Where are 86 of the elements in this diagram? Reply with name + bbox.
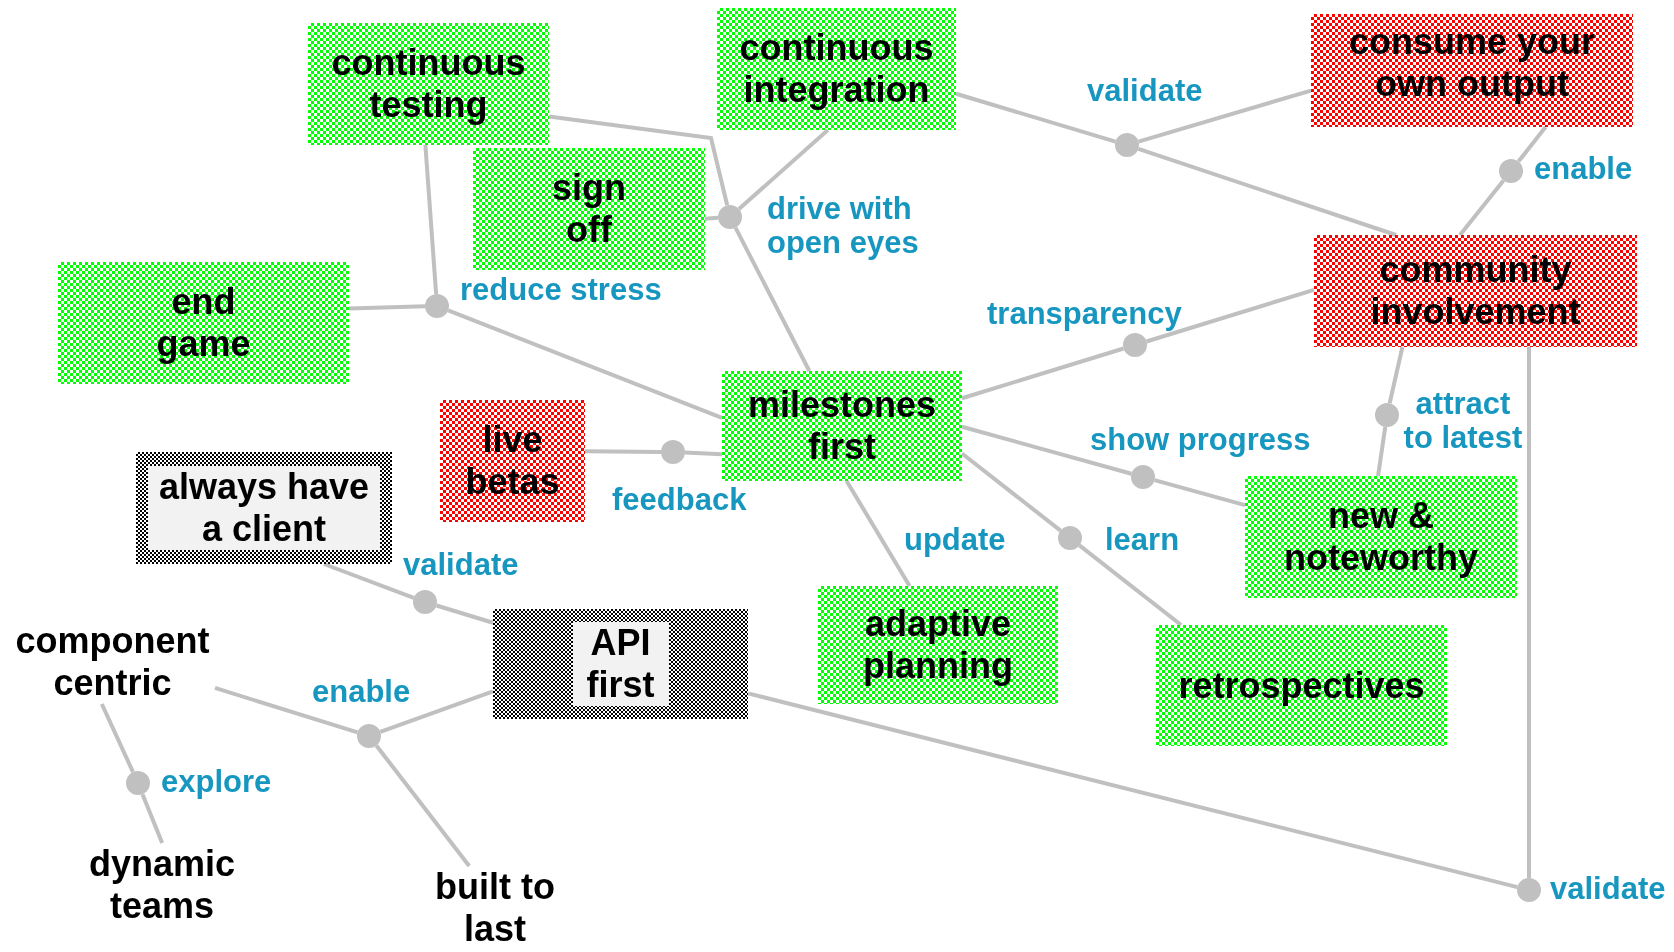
concept-box [440, 400, 585, 522]
concept-label: API first [572, 622, 669, 706]
connector-line [100, 703, 135, 773]
concept-box [1311, 14, 1633, 127]
relation-label: drive with open eyes [767, 192, 920, 260]
relation-label: transparency [987, 297, 1182, 331]
connector-line [1387, 346, 1405, 404]
concept-label: milestones first [746, 384, 938, 468]
connector-line [1137, 88, 1312, 144]
concept-box [58, 262, 349, 384]
junction-dot [1375, 403, 1399, 427]
concept-box [818, 586, 1058, 704]
connector-line [960, 451, 1062, 533]
junction-dot [425, 294, 449, 318]
connector-line [323, 562, 415, 600]
concept-text: component centric [10, 620, 215, 704]
relation-label: explore [161, 765, 272, 799]
concept-label: retrospectives [1177, 664, 1426, 707]
connector-line [844, 479, 912, 588]
concept-box [1314, 235, 1637, 347]
connector-line [1145, 288, 1315, 344]
concept-label: live betas [464, 419, 561, 503]
connector-line [737, 128, 830, 211]
junction-dot [1058, 526, 1082, 550]
connector-line [1376, 426, 1388, 477]
relation-label: validate [1550, 872, 1666, 906]
junction-dot [1517, 878, 1541, 902]
connector-line [435, 603, 494, 625]
connector-line [961, 346, 1125, 401]
junction-dot [661, 440, 685, 464]
relation-label: validate [1087, 74, 1203, 108]
connector-line [733, 226, 812, 372]
connector-line [955, 91, 1117, 144]
relation-label: show progress [1090, 423, 1311, 457]
concept-label: adaptive planning [862, 603, 1014, 687]
concept-label: end game [155, 281, 252, 365]
concept-box [1245, 476, 1517, 598]
relation-label: attract to latest [1402, 387, 1524, 455]
connector-line [140, 793, 165, 844]
junction-dot [126, 771, 150, 795]
connector-line [1154, 478, 1246, 508]
concept-label: sign off [551, 167, 627, 251]
junction-dot [413, 590, 437, 614]
connector-line [704, 215, 719, 221]
connector-line [747, 691, 1518, 889]
junction-dot [1115, 133, 1139, 157]
concept-box [473, 148, 705, 270]
connector-line [961, 424, 1132, 476]
relation-label: enable [312, 675, 411, 709]
relation-label: reduce stress [460, 273, 662, 307]
connector-line [374, 744, 471, 868]
relation-label: learn [1105, 523, 1180, 557]
connector-line [348, 304, 426, 311]
junction-dot [357, 724, 381, 748]
concept-label: community involvement [1369, 249, 1582, 333]
connector-line [548, 114, 730, 206]
relation-label: validate [403, 548, 519, 582]
concept-text: dynamic teams [82, 843, 242, 927]
junction-dot [718, 205, 742, 229]
junction-dot [1131, 465, 1155, 489]
connector-line [1458, 179, 1506, 237]
concept-box [136, 452, 392, 564]
concept-label: always have a client [148, 466, 380, 550]
connector-line [585, 449, 661, 454]
connector-line [447, 308, 723, 420]
concept-box [717, 8, 956, 130]
connector-line [1078, 543, 1183, 627]
concept-text: built to last [430, 866, 560, 950]
junction-dot [1123, 333, 1147, 357]
connector-line [214, 686, 359, 735]
connector-line [423, 144, 439, 295]
connector-line [1527, 347, 1531, 878]
relation-label: enable [1534, 152, 1633, 186]
concept-box [308, 23, 549, 145]
concept-label: new & noteworthy [1283, 495, 1479, 579]
connector-line [1137, 146, 1397, 237]
concept-label: continuous testing [330, 42, 527, 126]
relation-label: feedback [612, 483, 747, 517]
connector-line [684, 450, 723, 457]
junction-dot [1499, 159, 1523, 183]
connector-line [1516, 125, 1548, 163]
concept-box [493, 609, 748, 719]
concept-box [722, 371, 962, 481]
concept-box [1156, 625, 1447, 746]
connector-line [379, 689, 494, 734]
concept-label: continuous integration [738, 27, 935, 111]
